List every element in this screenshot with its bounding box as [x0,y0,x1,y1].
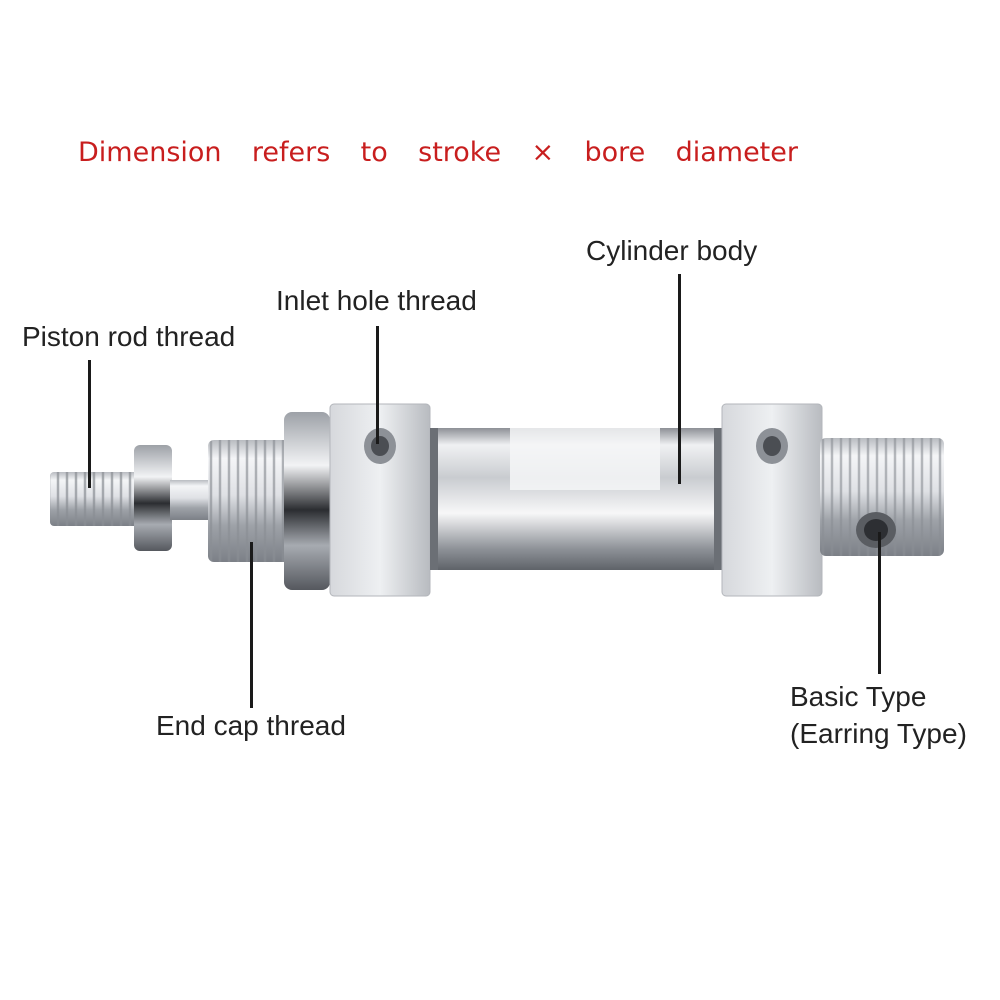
end-cap-thread [208,440,294,562]
cylinder-body-leader [678,274,681,484]
inlet-hole-thread-label: Inlet hole thread [276,285,477,316]
piston-rod-thread [50,472,142,526]
dimension-note-word: Dimension [78,136,222,168]
end-cap-thread-label: End cap thread [156,710,346,741]
dimension-note-word: to [360,136,388,168]
basic-type-label: Basic Type [790,681,927,712]
dimension-note-word: diameter [675,136,798,168]
cylinder-body [430,428,722,570]
dimension-note: Dimension refers to stroke × bore diamet… [78,132,798,172]
dimension-note-word: stroke [418,136,502,168]
mounting-nut [284,412,330,590]
end-cap-leader [250,542,253,708]
dimension-note-word: refers [251,136,331,168]
cylinder-body-label: Cylinder body [586,235,758,266]
earring-mount [820,438,944,556]
multiply-sign: × [531,136,555,168]
dimension-note-word: bore [584,136,646,168]
inlet-hole-leader [376,326,379,444]
rod-lock-nut [134,445,172,551]
basic-type-leader [878,532,881,674]
earring-type-label: (Earring Type) [790,718,967,749]
rear-end-cap [721,403,823,597]
piston-rod-leader [88,360,91,488]
piston-rod-thread-label: Piston rod thread [22,321,236,352]
front-end-cap [329,403,431,597]
